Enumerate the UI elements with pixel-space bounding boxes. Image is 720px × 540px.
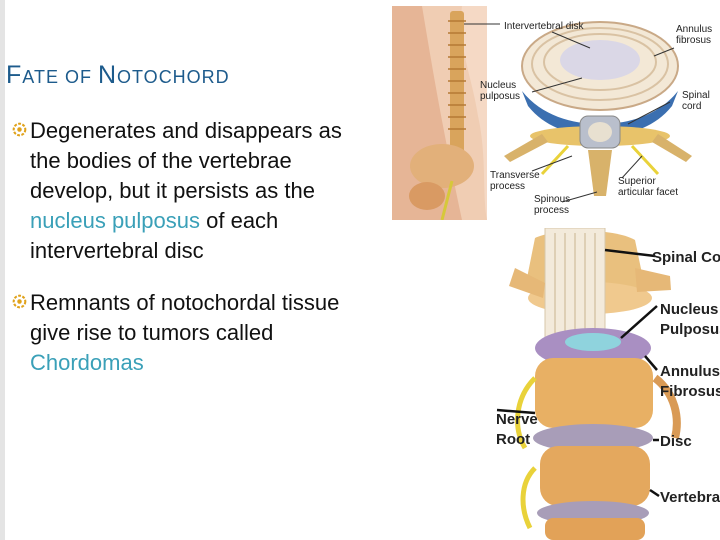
left-accent-rule bbox=[0, 0, 5, 540]
label-spinal-cord: cord bbox=[682, 101, 701, 112]
spine-column bbox=[409, 11, 474, 220]
label-transverse-process: Transverse bbox=[490, 170, 540, 181]
title-part: F bbox=[6, 61, 23, 89]
label-spinous-process: process bbox=[534, 205, 569, 216]
label-annulus-fibrosus: fibrosus bbox=[676, 35, 711, 46]
title-part: ATE OF bbox=[22, 67, 98, 87]
label-annulus-fibrosus: Fibrosus bbox=[660, 383, 720, 400]
title-part: OTOCHORD bbox=[117, 67, 230, 87]
bullet-highlight: nucleus pulposus bbox=[30, 208, 201, 233]
title-part: N bbox=[97, 61, 118, 89]
intervertebral-disk-figure: Intervertebral disk Annulus fibrosus Nuc… bbox=[392, 6, 720, 220]
label-spinal-cord: Spinal Cord bbox=[652, 249, 720, 266]
bullet-text: of each intervertebral disc bbox=[30, 208, 279, 263]
label-disc: Disc bbox=[660, 433, 692, 450]
spinal-disc-figure: Spinal Cord Nucleus Pulposus Annulus Fib… bbox=[495, 228, 720, 540]
label-annulus-fibrosus: Annulus bbox=[660, 363, 720, 380]
label-spinous-process: Spinous bbox=[534, 194, 570, 205]
label-superior-articular-facet: Superior bbox=[618, 176, 656, 187]
label-superior-articular-facet: articular facet bbox=[618, 187, 678, 198]
label-annulus-fibrosus: Annulus bbox=[676, 24, 712, 35]
label-nucleus-pulposus: Nucleus bbox=[480, 80, 516, 91]
label-transverse-process: process bbox=[490, 181, 525, 192]
label-nucleus-pulposus: Nucleus bbox=[660, 301, 718, 318]
bullet-item: Remnants of notochordal tissue give rise… bbox=[12, 288, 352, 378]
bullet-item: Degenerates and disappears as the bodies… bbox=[12, 116, 352, 266]
gear-bullet-icon bbox=[12, 122, 27, 137]
label-nerve-root-line1: Nerve bbox=[496, 411, 538, 428]
bullet-highlight: Chordomas bbox=[30, 350, 144, 375]
label-nerve-root: Nerve Root bbox=[496, 410, 538, 450]
label-nerve-root-line2: Root bbox=[496, 431, 531, 448]
bullet-text: Remnants of notochordal tissue give rise… bbox=[30, 290, 340, 345]
vertebrae-stack bbox=[509, 228, 681, 540]
disc-cross-section bbox=[504, 21, 692, 196]
label-intervertebral-disk: Intervertebral disk bbox=[504, 21, 584, 32]
label-nucleus-pulposus: pulposus bbox=[480, 91, 520, 102]
label-nucleus-pulposus: Pulposus bbox=[660, 321, 720, 338]
gear-bullet-icon bbox=[12, 294, 27, 309]
slide-title: FATE OF NOTOCHORD bbox=[6, 54, 230, 91]
bullet-list: Degenerates and disappears as the bodies… bbox=[12, 116, 352, 400]
bullet-text: Degenerates and disappears as the bodies… bbox=[30, 118, 342, 203]
label-spinal-cord: Spinal bbox=[682, 90, 710, 101]
label-vertebra: Vertebra bbox=[660, 489, 720, 506]
